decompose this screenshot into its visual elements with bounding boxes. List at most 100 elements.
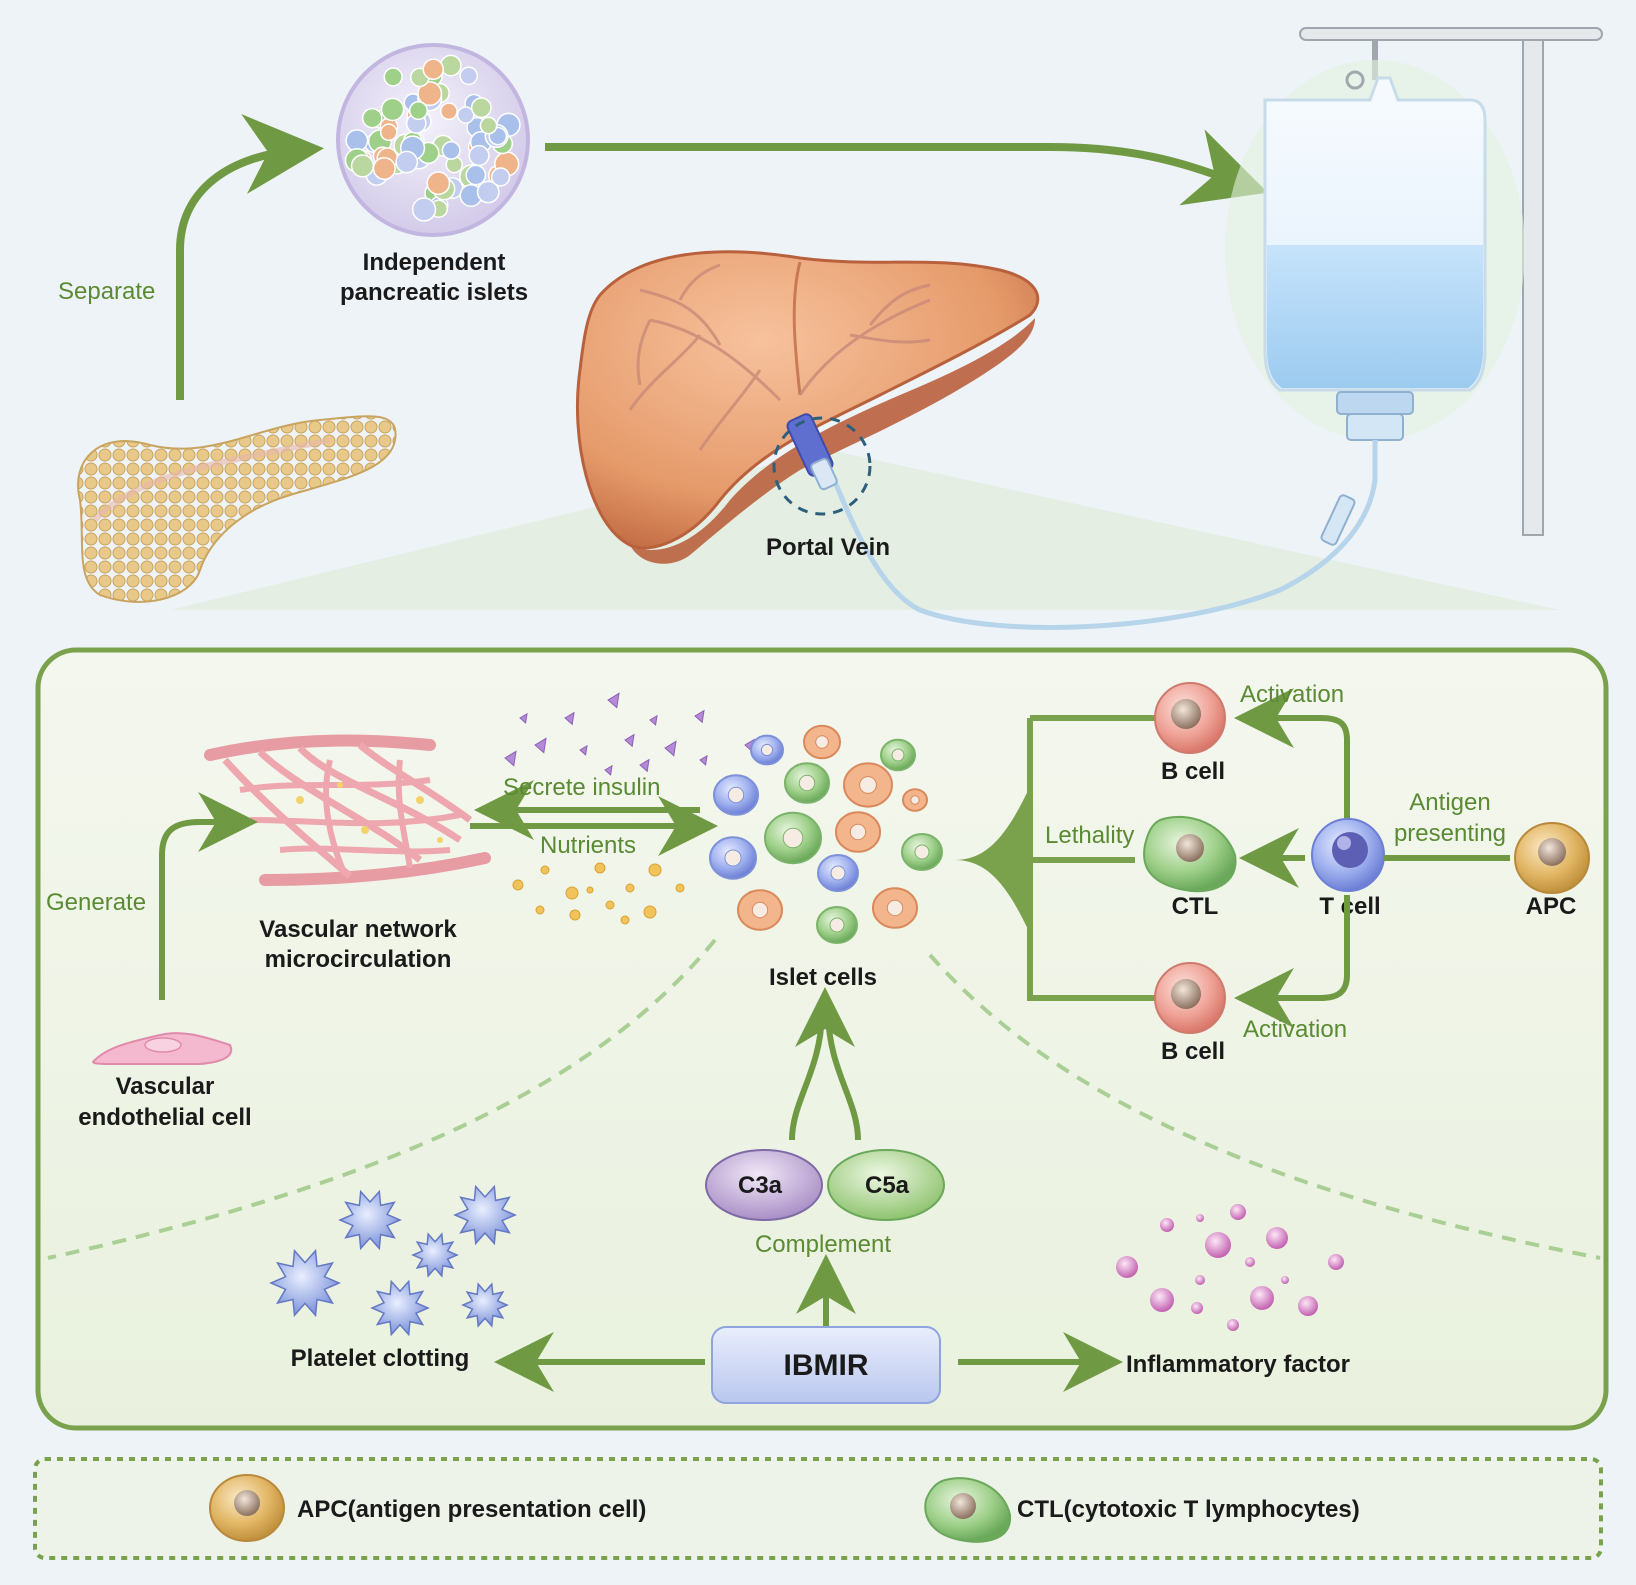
- inflammatory-particle: [1116, 1256, 1138, 1278]
- secrete-insulin-label: Secrete insulin: [503, 774, 660, 801]
- inflammatory-particle: [1150, 1288, 1174, 1312]
- nutrient-dot: [565, 886, 579, 900]
- islet-cell-nucleus: [886, 899, 904, 917]
- insulin-triangle: [504, 750, 517, 767]
- islet-cell-dot: [379, 123, 398, 142]
- islet-cell-dot: [422, 58, 445, 80]
- generate-label: Generate: [46, 889, 146, 916]
- islet-cells-cluster: [709, 724, 943, 944]
- islet-cell-dot: [456, 106, 475, 124]
- endothelial-cell-illustration: [92, 1032, 233, 1065]
- insulin-triangle: [579, 744, 588, 756]
- insulin-triangle: [519, 712, 528, 724]
- islet-cell-dot: [395, 150, 419, 174]
- islet-cell-nucleus: [910, 795, 920, 805]
- apc-label: APC: [1526, 893, 1577, 920]
- islet-cell-dot: [383, 67, 403, 87]
- islet-cell-dot: [465, 164, 487, 186]
- legend-apc-text: APC(antigen presentation cell): [297, 1496, 646, 1523]
- iv-tube: [827, 440, 1378, 630]
- inflammatory-particle: [1281, 1276, 1289, 1284]
- b-cell-top: [1154, 682, 1226, 754]
- islet-cell-nucleus: [859, 776, 877, 794]
- insulin-triangle: [649, 714, 658, 726]
- b-cell-bottom-label: B cell: [1161, 1038, 1225, 1065]
- complement-label: Complement: [755, 1231, 891, 1258]
- nutrient-dot: [620, 915, 630, 925]
- platelet: [453, 1184, 517, 1246]
- islet-cell-nucleus: [760, 743, 774, 757]
- insulin-triangle: [699, 754, 708, 766]
- islet-cell-nucleus: [830, 865, 846, 881]
- islet-cell-nucleus: [798, 774, 816, 792]
- inflammatory-label: Inflammatory factor: [1126, 1351, 1350, 1378]
- insulin-triangle: [604, 764, 613, 776]
- islet-cell-dot: [417, 81, 443, 107]
- endothelial-label-line1: Vascular: [116, 1073, 215, 1100]
- portal-vein-highlight: [772, 416, 872, 516]
- islet-cell-dot: [426, 171, 451, 196]
- vascular-network-label-line2: microcirculation: [265, 946, 452, 973]
- inflammatory-particle: [1160, 1218, 1174, 1232]
- dashed-boundary-left: [47, 938, 717, 1260]
- iv-bag: [1225, 60, 1525, 441]
- islet-cell-dot: [361, 107, 383, 129]
- activation-bottom-label: Activation: [1243, 1016, 1347, 1043]
- insulin-triangle: [607, 692, 620, 709]
- antigen-label-line1: Antigen: [1409, 789, 1490, 816]
- inflammatory-particle: [1195, 1275, 1205, 1285]
- activation-bottom-arrow: [1234, 895, 1350, 1028]
- ibmir-box: [711, 1326, 941, 1404]
- portal-vein-label: Portal Vein: [766, 534, 890, 561]
- activation-top-arrow: [1234, 688, 1350, 818]
- platelet: [269, 1248, 341, 1318]
- transfer-arrow: [545, 129, 1268, 206]
- endothelial-label-line2: endothelial cell: [78, 1104, 251, 1131]
- liver-illustration: [576, 250, 1040, 564]
- islet-cell-nucleus: [782, 827, 804, 849]
- c3a-label: C3a: [738, 1172, 783, 1199]
- dashed-boundary-right: [928, 953, 1601, 1260]
- islet-cell-dot: [439, 54, 462, 77]
- platelet: [370, 1279, 430, 1337]
- ibmir-label: IBMIR: [784, 1349, 869, 1382]
- nutrient-dot: [605, 900, 615, 910]
- legend-apc-icon: [209, 1474, 285, 1542]
- tube-clamp: [1320, 494, 1356, 546]
- inflammatory-particle: [1191, 1302, 1203, 1314]
- inflammatory-particle: [1196, 1214, 1204, 1222]
- pancreas-illustration: [77, 415, 397, 603]
- inflammatory-particle: [1298, 1296, 1318, 1316]
- nutrient-dot: [648, 863, 662, 877]
- nutrient-particles: [512, 862, 685, 925]
- activation-top-label: Activation: [1240, 681, 1344, 708]
- legend-ctl-icon: [924, 1477, 1012, 1543]
- nutrient-dot: [512, 879, 524, 891]
- islet-cell-dot: [490, 167, 511, 187]
- insulin-triangle: [564, 711, 575, 726]
- islet-cell-dot: [411, 197, 437, 222]
- nutrient-dot: [643, 905, 657, 919]
- islet-cell-dot: [468, 144, 490, 167]
- separate-label: Separate: [58, 278, 155, 305]
- islet-cell-nucleus: [727, 786, 745, 804]
- c5a-label: C5a: [865, 1172, 910, 1199]
- islets-label-line2: pancreatic islets: [340, 279, 528, 306]
- nutrient-dot: [675, 883, 685, 893]
- islet-cell-dot: [441, 140, 461, 160]
- inflammatory-particle: [1245, 1257, 1255, 1267]
- islet-cell-nucleus: [849, 823, 867, 841]
- islet-cell-nucleus: [829, 917, 845, 933]
- islet-cell-nucleus: [815, 735, 829, 749]
- islet-cell-nucleus: [914, 844, 930, 860]
- generate-arrow: [159, 792, 258, 1000]
- iv-stand: [1299, 27, 1603, 536]
- inflammatory-particle: [1230, 1204, 1246, 1220]
- platelet-label: Platelet clotting: [291, 1345, 470, 1372]
- antigen-label-line2: presenting: [1394, 820, 1506, 847]
- islet-cell-nucleus: [724, 849, 742, 867]
- c5a-molecule: [827, 1149, 945, 1221]
- insulin-triangle: [664, 740, 677, 757]
- b-cell-top-label: B cell: [1161, 758, 1225, 785]
